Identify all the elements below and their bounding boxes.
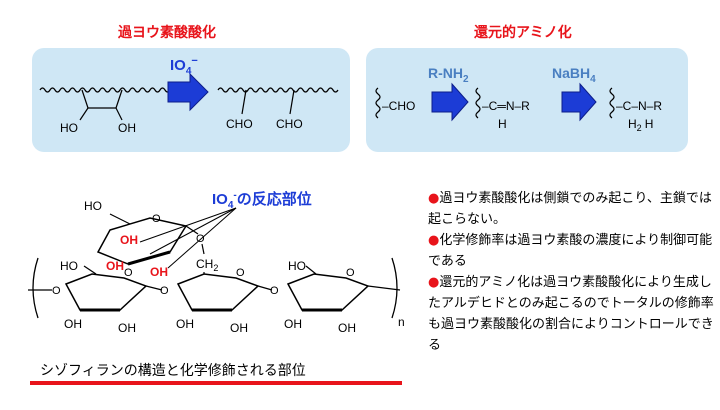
ring3-oh-label-2: OH [338, 321, 356, 335]
amine-group: –C–N–R [616, 99, 662, 113]
ring1-ho-label: HO [60, 259, 78, 273]
main-chain-glucose-1: O HO OH OH [60, 259, 148, 335]
chain-oxygen-1: O [52, 285, 61, 297]
aldehyde-group: –CHO [382, 99, 415, 113]
note-text-1: 過ヨウ素酸酸化は側鎖でのみ起こり、主鎖では起こらない。 [428, 191, 712, 227]
chain-oxygen-2: O [160, 285, 169, 297]
note-text-2: 化学修飾率は過ヨウ素酸の濃度により制御可能である [428, 233, 713, 269]
pointer-arrow-3 [167, 207, 237, 269]
bullet-marker: ● [428, 233, 440, 248]
hydroxyl-label-left: HO [60, 121, 78, 135]
repeat-bracket-right [391, 257, 398, 319]
side-chain-glucose: HO O OH OH OH O CH2 [84, 199, 237, 279]
note-item: ●化学修飾率は過ヨウ素酸の濃度により制御可能である [428, 230, 714, 272]
imine-hydrogen: H [498, 117, 507, 131]
caption-underline [30, 381, 402, 385]
reducing-reagent: NaBH4 [552, 65, 596, 85]
pointer-arrow-1 [139, 207, 237, 243]
side-ho-label: HO [84, 199, 102, 213]
periodate-reagent: IO4− [170, 55, 198, 77]
ring1-oh-label-1: OH [64, 317, 82, 331]
repeat-count-label: n [398, 315, 405, 329]
main-chain-glucose-2: O OH OH [176, 267, 260, 335]
ring2-oxygen: O [236, 267, 245, 279]
ring3-ho-label: HO [288, 259, 306, 273]
polymer-backbone-after [217, 87, 339, 93]
periodate-oxidation-panel: HO OH IO4− CHO CHO [32, 48, 350, 152]
ring2-oh-label-1: OH [176, 317, 194, 331]
heading-reductive-amination: 還元的アミノ化 [474, 25, 572, 41]
ring1-oh-label-2: OH [118, 321, 136, 335]
imine-group: –C═N–R [482, 99, 530, 113]
side-ring-oxygen: O [152, 213, 161, 225]
reduction-arrow [561, 82, 597, 122]
bullet-marker: ● [428, 191, 440, 206]
schizophyllan-structure: IO4-の反応部位 HO O OH OH OH O CH2 n O O HO O… [28, 190, 405, 335]
ring2-oh-label-2: OH [230, 321, 248, 335]
aldehyde-label-left: CHO [226, 117, 253, 131]
main-chain-glucose-3: O HO OH OH [284, 259, 370, 335]
aldehyde-label-right: CHO [276, 117, 303, 131]
bullet-marker: ● [428, 275, 440, 290]
structure-caption: シゾフィランの構造と化学修飾される部位 [40, 363, 306, 379]
amine-reagent: R-NH2 [428, 65, 469, 85]
notes-list: ●過ヨウ素酸酸化は側鎖でのみ起こり、主鎖では起こらない。 ●化学修飾率は過ヨウ素… [428, 188, 714, 356]
note-text-3: 還元的アミノ化は過ヨウ素酸酸化により生成したアルデヒドとのみ起こるのでトータルの… [428, 275, 714, 353]
polymer-backbone-before [39, 87, 171, 93]
ring1-oxygen: O [124, 267, 133, 279]
reaction-site-label: IO4-の反応部位 [212, 190, 312, 211]
periodate-reaction-scheme: HO OH IO4− CHO CHO [39, 55, 339, 135]
glycosidic-oxygen: O [196, 233, 205, 245]
chain-wavy-3 [609, 87, 615, 119]
ch2-label: CH2 [196, 257, 218, 273]
note-item: ●還元的アミノ化は過ヨウ素酸酸化により生成したアルデヒドとのみ起こるのでトータル… [428, 272, 714, 356]
chain-wavy-1 [375, 87, 381, 119]
reactive-oh-3: OH [150, 265, 168, 279]
amination-arrow [431, 82, 469, 122]
chain-oxygen-3: O [270, 285, 279, 297]
note-item: ●過ヨウ素酸酸化は側鎖でのみ起こり、主鎖では起こらない。 [428, 188, 714, 230]
reactive-oh-1: OH [120, 233, 138, 247]
chain-wavy-2 [475, 87, 481, 119]
ring3-oxygen: O [346, 267, 355, 279]
ring3-oh-label-1: OH [284, 317, 302, 331]
oxidation-arrow [167, 72, 209, 112]
heading-periodate-oxidation: 過ヨウ素酸酸化 [118, 25, 216, 41]
reactive-oh-2: OH [106, 259, 124, 273]
repeat-bracket-left [32, 257, 39, 319]
hydroxyl-label-right: OH [118, 121, 136, 135]
